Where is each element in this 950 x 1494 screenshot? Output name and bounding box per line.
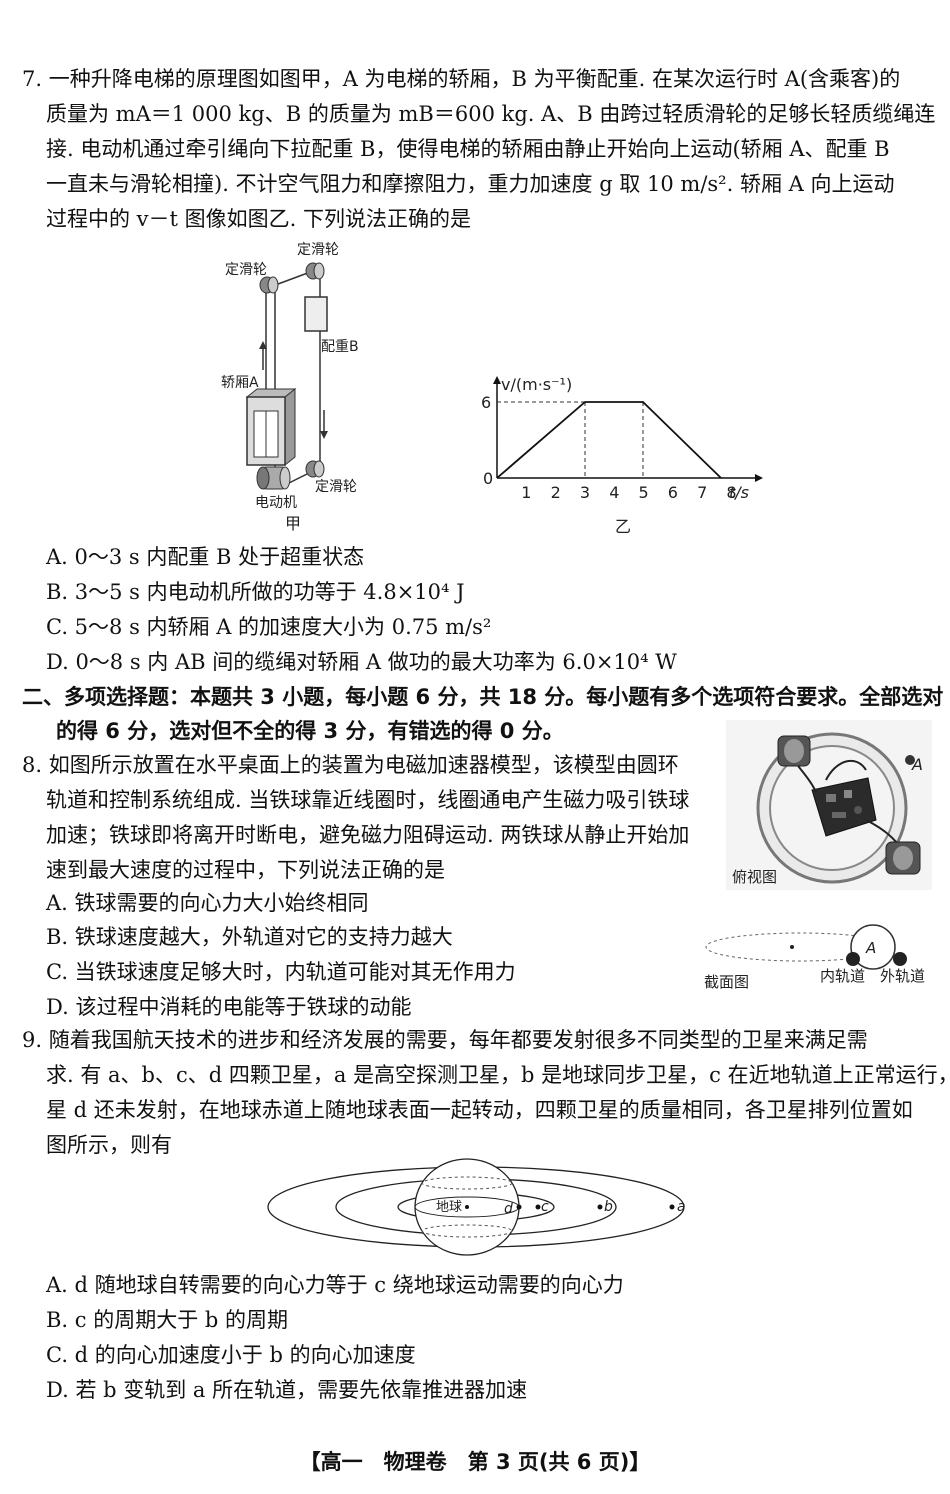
- pulley-top-right-icon: [305, 262, 325, 280]
- section2-line-2: 的得 6 分，选对但不全的得 3 分，有错选的得 0 分。: [56, 719, 564, 743]
- y-axis-label: v/(m·s⁻¹): [501, 375, 572, 394]
- pulley-top-left-icon: [259, 276, 279, 294]
- satellite-a: [669, 1204, 675, 1210]
- label-pulley-tr: 定滑轮: [297, 241, 339, 258]
- satellite-b: [597, 1204, 603, 1210]
- q7-option-d: D. 0～8 s 内 AB 间的缆绳对轿厢 A 做功的最大功率为 6.0×10⁴…: [46, 650, 677, 674]
- q8-option-d: D. 该过程中消耗的电能等于铁球的动能: [46, 995, 412, 1019]
- satellite-c: [535, 1204, 541, 1210]
- q7-option-c: C. 5～8 s 内轿厢 A 的加速度大小为 0.75 m/s²: [46, 615, 492, 639]
- label-pulley-br: 定滑轮: [315, 478, 357, 495]
- satellite-orbits-diagram: 地球 d c b a: [267, 1158, 686, 1256]
- x-tick-2: 2: [551, 483, 561, 502]
- coil-right-icon: [885, 841, 921, 875]
- origin-label: 0: [483, 469, 493, 488]
- page-footer: 【高一 物理卷 第 3 页(共 6 页)】: [299, 1450, 651, 1474]
- accelerator-top-view: A 俯视图: [726, 720, 932, 890]
- q7-option-b: B. 3～5 s 内电动机所做的功等于 4.8×10⁴ J: [46, 580, 465, 604]
- label-d: d: [504, 1201, 513, 1217]
- coil-left-icon: [777, 735, 811, 767]
- label-motor: 电动机: [255, 495, 297, 511]
- q9-line-2: 求. 有 a、b、c、d 四颗卫星，a 是高空探测卫星，b 是地球同步卫星，c …: [46, 1063, 950, 1087]
- q7-line-5: 过程中的 v－t 图像如图乙. 下列说法正确的是: [46, 207, 472, 231]
- q9-line-1: 9. 随着我国航天技术的进步和经济发展的需要，每年都要发射很多不同类型的卫星来满…: [22, 1028, 868, 1052]
- y-tick-6: 6: [481, 393, 491, 412]
- iron-ball: [905, 755, 915, 765]
- elevator-car: [245, 387, 297, 467]
- label-c: c: [541, 1199, 549, 1215]
- circuit-board: [811, 777, 877, 837]
- x-tick-7: 7: [697, 483, 707, 502]
- caption-section: 截面图: [704, 973, 749, 991]
- label-earth: 地球: [436, 1200, 462, 1215]
- x-tick-6: 6: [668, 483, 678, 502]
- figure-caption-yi: 乙: [615, 517, 631, 536]
- q9-option-b: B. c 的周期大于 b 的周期: [46, 1308, 289, 1332]
- q7-line-4: 一直未与滑轮相撞). 不计空气阻力和摩擦阻力，重力加速度 g 取 10 m/s²…: [46, 172, 895, 196]
- x-tick-4: 4: [609, 483, 619, 502]
- label-car: 轿厢A: [221, 375, 259, 391]
- figure-caption-jia: 甲: [285, 514, 301, 533]
- satellite-d: [516, 1204, 522, 1210]
- x-tick-3: 3: [580, 483, 590, 502]
- q7-option-a: A. 0～3 s 内配重 B 处于超重状态: [46, 545, 365, 569]
- q9-line-3: 星 d 还未发射，在地球赤道上随地球表面一起转动，四颗卫星的质量相同，各卫星排列…: [46, 1098, 913, 1122]
- motor-icon: [256, 466, 291, 490]
- q8-line-3: 加速；铁球即将离开时断电，避免磁力阻碍运动. 两铁球从静止开始加: [46, 823, 690, 847]
- q8-option-b: B. 铁球速度越大，外轨道对它的支持力越大: [46, 925, 453, 949]
- section2-line-1: 二、多项选择题：本题共 3 小题，每小题 6 分，共 18 分。每小题有多个选项…: [22, 685, 944, 709]
- vt-curve: [496, 401, 722, 479]
- label-pulley-tl: 定滑轮: [225, 261, 267, 278]
- elevator-diagram: 定滑轮 定滑轮 配重B 轿厢A 电动机 定滑轮 甲: [221, 241, 359, 533]
- label-inner-track: 内轨道: [820, 967, 865, 985]
- pulley-bottom-right-icon: [305, 460, 325, 478]
- q8-line-1: 8. 如图所示放置在水平桌面上的装置为电磁加速器模型，该模型由圆环: [22, 753, 679, 777]
- arrow-down-icon: [320, 410, 328, 439]
- inner-track-dot: [846, 952, 860, 966]
- x-tick-1: 1: [521, 483, 531, 502]
- accelerator-section-view: A 截面图 内轨道 外轨道: [704, 924, 925, 991]
- label-a: a: [677, 1199, 686, 1215]
- q9-option-d: D. 若 b 变轨到 a 所在轨道，需要先依靠推进器加速: [46, 1378, 528, 1402]
- outer-track-dot: [893, 952, 907, 966]
- q8-line-2: 轨道和控制系统组成. 当铁球靠近线圈时，线圈通电产生磁力吸引铁球: [46, 788, 690, 812]
- label-A-top: A: [911, 755, 923, 774]
- x-tick-8: 8: [726, 483, 736, 502]
- q8-line-4: 速到最大速度的过程中，下列说法正确的是: [46, 858, 445, 882]
- x-axis-label: t/s: [729, 483, 749, 502]
- label-A-section: A: [865, 939, 876, 957]
- caption-top-view: 俯视图: [732, 868, 777, 886]
- counterweight-block: [304, 296, 328, 332]
- q9-line-4: 图所示，则有: [46, 1133, 172, 1157]
- q9-option-c: C. d 的向心加速度小于 b 的向心加速度: [46, 1343, 416, 1367]
- label-b: b: [604, 1199, 613, 1215]
- q7-line-2: 质量为 mA＝1 000 kg、B 的质量为 mB＝600 kg. A、B 由跨…: [46, 102, 936, 126]
- x-tick-5: 5: [639, 483, 649, 502]
- arrow-up-icon: [259, 341, 267, 370]
- q8-option-a: A. 铁球需要的向心力大小始终相同: [46, 891, 369, 915]
- q9-option-a: A. d 随地球自转需要的向心力等于 c 绕地球运动需要的向心力: [46, 1273, 624, 1297]
- q7-line-3: 接. 电动机通过牵引绳向下拉配重 B，使得电梯的轿厢由静止开始向上运动(轿厢 A…: [46, 137, 890, 161]
- label-counterweight: 配重B: [321, 339, 359, 355]
- q7-line-1: 7. 一种升降电梯的原理图如图甲，A 为电梯的轿厢，B 为平衡配重. 在某次运行…: [22, 67, 901, 91]
- q8-option-c: C. 当铁球速度足够大时，内轨道可能对其无作用力: [46, 960, 516, 984]
- label-outer-track: 外轨道: [880, 967, 925, 985]
